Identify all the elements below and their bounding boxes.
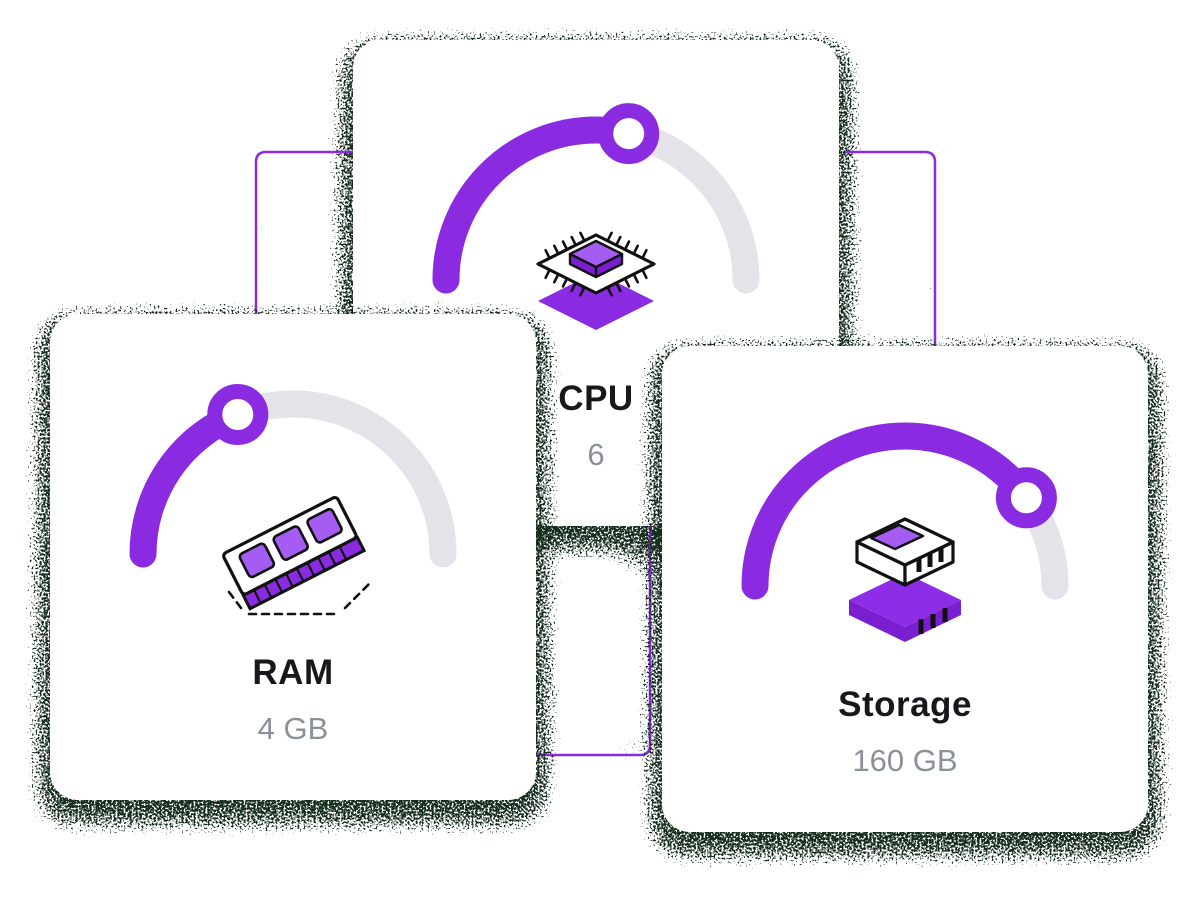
- left-connector-shadow: [244, 148, 268, 338]
- connector-bottom: [535, 524, 652, 757]
- ram-stick-icon: [222, 495, 371, 616]
- connector-left: [254, 150, 353, 334]
- ram-card: RAM 4 GB: [50, 314, 536, 800]
- gauge-knob: [995, 467, 1057, 529]
- storage-card: Storage 160 GB: [662, 346, 1148, 832]
- bottom-connector-shadow-v: [638, 520, 662, 758]
- bottom-connector-shadow-h: [542, 743, 654, 767]
- ram-label: RAM: [252, 653, 334, 692]
- storage-label: Storage: [838, 685, 972, 724]
- ram-value: 4 GB: [257, 711, 329, 746]
- storage-value: 160 GB: [852, 743, 958, 778]
- gauge-knob: [598, 103, 660, 165]
- right-connector-shadow: [923, 148, 947, 370]
- connector-right: [845, 150, 937, 366]
- gauge-knob: [207, 384, 269, 445]
- storage-drive-icon: [849, 517, 961, 642]
